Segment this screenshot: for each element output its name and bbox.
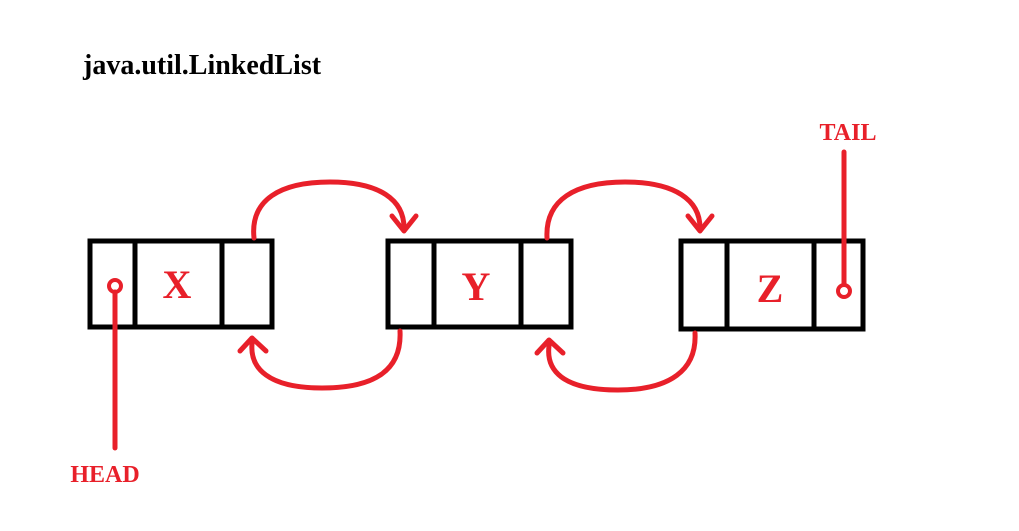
next-link-x-to-y-curve <box>251 179 407 241</box>
prev-link-y-to-x-arrowhead <box>237 335 269 354</box>
node-y: Y <box>385 238 574 330</box>
prev-link-z-to-y-curve <box>546 330 698 393</box>
node-x: X <box>87 238 275 330</box>
next-link-y-to-z-curve <box>544 179 703 241</box>
next-link-y-to-z <box>544 179 715 241</box>
node-y-value: Y <box>462 264 491 309</box>
tail-label: TAIL <box>820 120 877 146</box>
next-link-x-to-y-arrowhead <box>389 213 419 234</box>
node-z: Z <box>678 238 866 332</box>
node-z-box <box>678 238 866 332</box>
prev-link-z-to-y-arrowhead <box>534 337 566 356</box>
node-z-value: Z <box>757 266 784 311</box>
diagram-title: java.util.LinkedList <box>83 50 322 81</box>
node-x-value: X <box>163 262 192 307</box>
next-link-x-to-y <box>251 179 419 241</box>
head-label: HEAD <box>70 462 139 488</box>
prev-link-z-to-y <box>534 330 698 393</box>
next-link-y-to-z-arrowhead <box>685 213 715 234</box>
tail-pointer-dot <box>836 283 852 299</box>
prev-link-y-to-x-curve <box>249 328 403 391</box>
node-y-box <box>385 238 574 330</box>
prev-link-y-to-x <box>237 328 403 391</box>
head-pointer: HEAD <box>70 278 140 488</box>
tail-pointer: TAIL <box>820 120 877 299</box>
